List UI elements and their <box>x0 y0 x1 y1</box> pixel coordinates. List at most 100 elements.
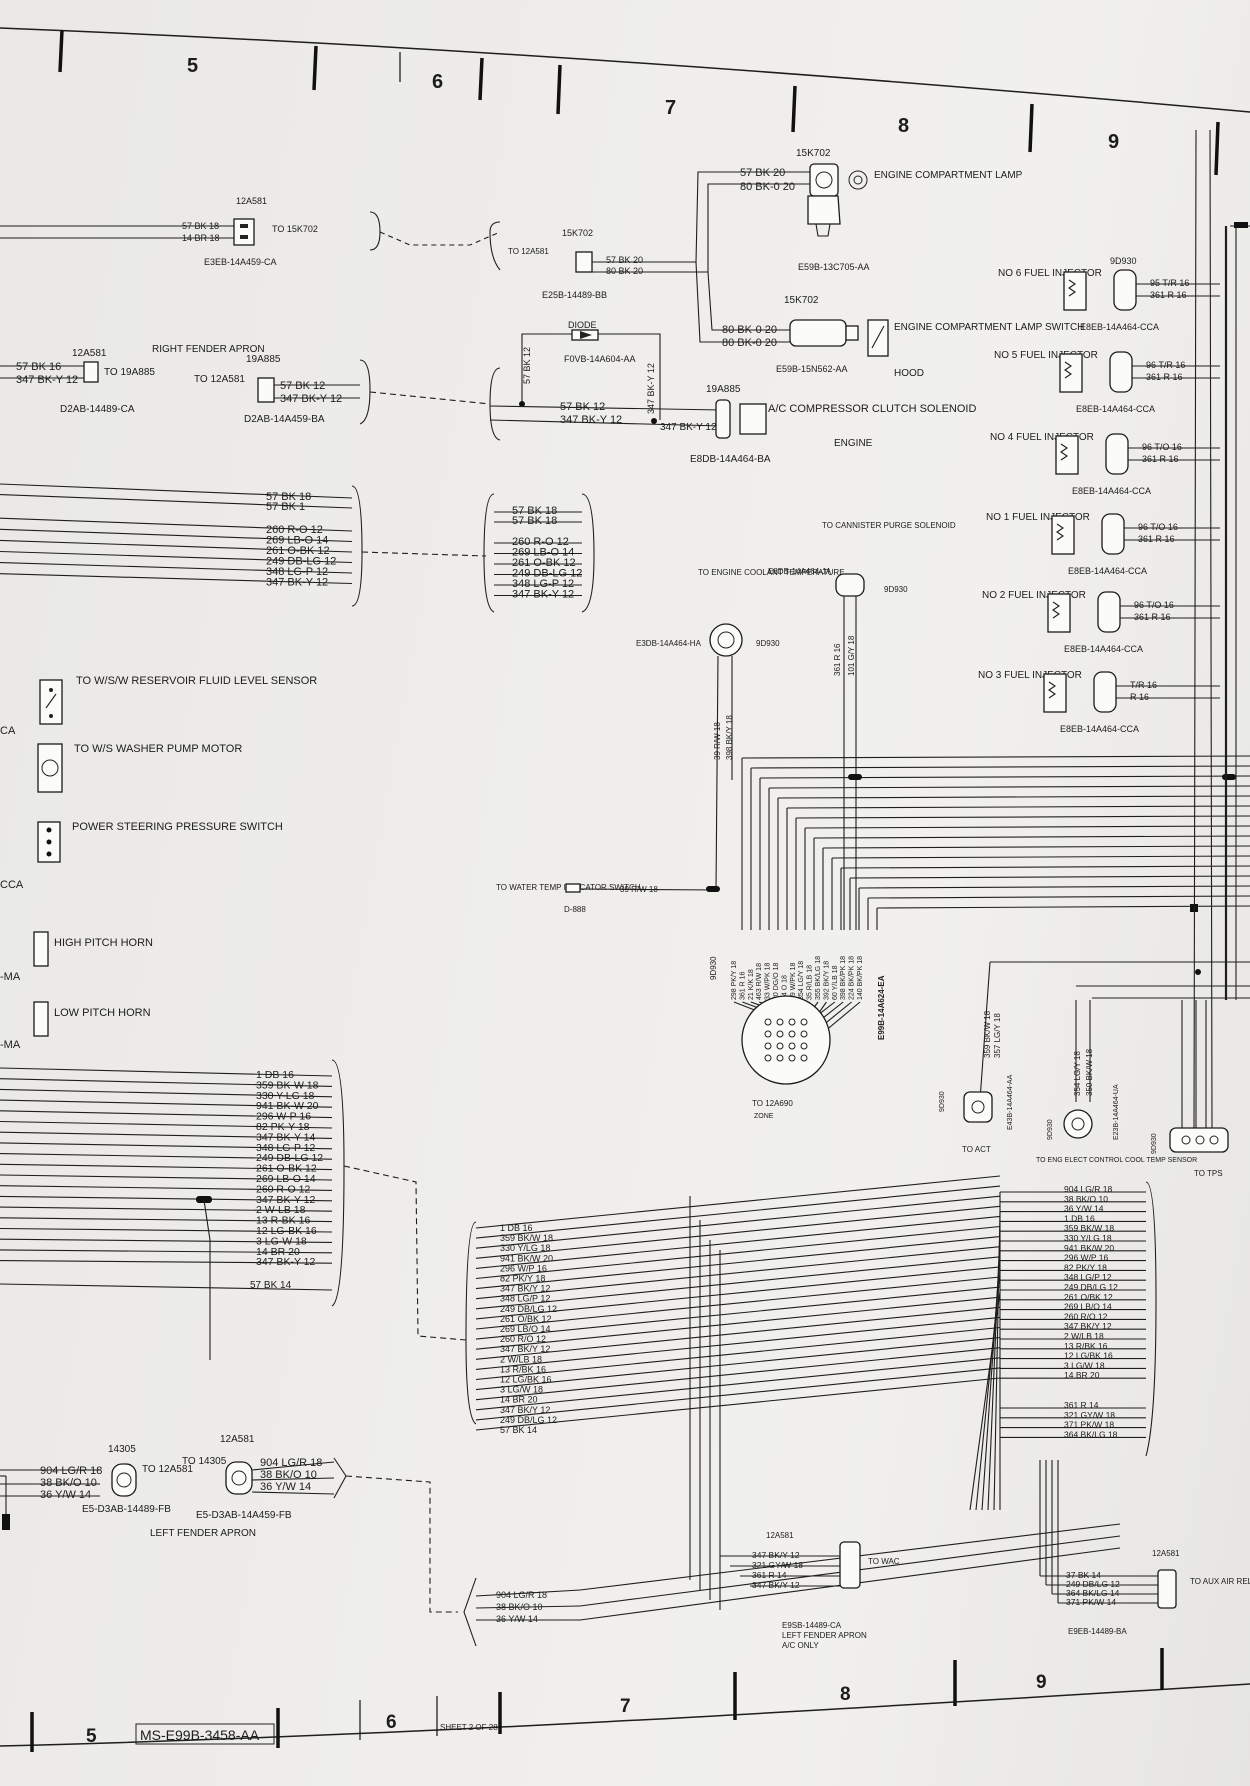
wire-label: 38 BK/O 10 <box>260 1469 317 1481</box>
wire-label: 359 BK/W 18 <box>500 1233 553 1243</box>
connector-to: TO AUX AIR RELAY <box>1190 1577 1250 1586</box>
part-number: E8EB-14A464-CCA <box>1060 724 1139 734</box>
pin-label: 354 LG/Y 18 <box>798 961 805 1000</box>
wire-label: 260 R-O 12 <box>266 524 323 536</box>
device-name: LEFT FENDER APRON <box>150 1528 256 1539</box>
connector-id: 19A885 <box>706 384 741 395</box>
connector-id: 9D930 <box>1151 1133 1158 1154</box>
part-number: D2AB-14489-CA <box>60 404 135 415</box>
wire-label: T/R 16 <box>1130 680 1157 690</box>
device-name: HIGH PITCH HORN <box>54 937 153 949</box>
wire-label: 39 R/W 18 <box>713 722 722 760</box>
connector-to: TO 15K702 <box>272 224 318 234</box>
injector-label: NO 6 FUEL INJECTOR <box>998 268 1102 279</box>
wire-label: 57 BK 12 <box>560 401 605 413</box>
tps-connector <box>1169 1127 1229 1153</box>
wire-label: 249 DB-LG 12 <box>512 568 582 580</box>
connector-to: TO ENG ELECT CONTROL COOL TEMP SENSOR <box>1036 1157 1197 1164</box>
wire-label: 1 DB 16 <box>500 1223 533 1233</box>
lamp-switch-plunger <box>845 325 859 341</box>
wire-label: 36 Y/W 14 <box>40 1489 91 1501</box>
pin-label: 463 R/W 18 <box>756 963 763 1000</box>
wire-label: 361 R 16 <box>1150 290 1187 300</box>
wire-label: 347 BK-Y 12 <box>16 374 78 386</box>
connector-to: TO 12A581 <box>142 1464 193 1475</box>
wire-label: 904 LG/R 18 <box>260 1457 322 1469</box>
wire-label: 82 PK/Y 18 <box>500 1274 545 1284</box>
injector-connector <box>1113 269 1137 311</box>
wire-label: 57 BK 20 <box>740 167 785 179</box>
injector-icon <box>1055 435 1079 475</box>
pin-label: 30 DG/O 18 <box>773 963 780 1000</box>
device-name: POWER STEERING PRESSURE SWITCH <box>72 821 283 833</box>
wire-label: 347 BK-Y 12 <box>512 589 574 601</box>
connector-to: TO 14305 <box>182 1456 227 1467</box>
bottom-zone-label: 6 <box>386 1712 397 1733</box>
pin-label: 35 R/LB 18 <box>807 965 814 1000</box>
top-zone-label: 8 <box>898 115 909 137</box>
part-number: E8EB-14A464-CCA <box>1080 322 1159 332</box>
left-edge-label: -MA <box>0 971 21 983</box>
pin-label: 398 BK/PK 18 <box>840 956 847 1000</box>
wire-label: 80 BK 20 <box>606 266 643 276</box>
wire-label: 361 R 16 <box>1138 534 1175 544</box>
top-zone-label: 5 <box>187 55 198 77</box>
wire-label: 941 BK/W 20 <box>1064 1243 1114 1253</box>
injector-label: NO 2 FUEL INJECTOR <box>982 590 1086 601</box>
connector-id: 14305 <box>108 1444 136 1455</box>
wire-label: 904 LG/R 18 <box>40 1465 102 1477</box>
wire-label: 57 BK 18 <box>266 491 311 503</box>
part-number: E23B-14A464-UA <box>1113 1084 1120 1140</box>
canister-purge-connector <box>835 573 865 597</box>
part-number: E5-D3AB-14489-FB <box>82 1504 171 1515</box>
wire-label: 348 LG-P 12 <box>266 566 328 578</box>
part-number: E25B-14489-BB <box>542 290 607 300</box>
wire-label: 359 BK/W 18 <box>1064 1223 1114 1233</box>
wire-label: 347 BK/Y 12 <box>500 1284 550 1294</box>
connector-id: 9D930 <box>756 639 780 648</box>
wire-label: 39 R/W 18 <box>620 885 658 894</box>
wire-label: 348 LG/P 12 <box>500 1294 550 1304</box>
wire-label: 347 BK/Y 12 <box>500 1344 550 1354</box>
wire-label: 3 LG/W 18 <box>500 1385 543 1395</box>
connector-to: TO 12A581 <box>508 247 549 256</box>
wire-label: 12 LG/BK 16 <box>1064 1351 1113 1361</box>
device-name: LOW PITCH HORN <box>54 1007 151 1019</box>
wire-label: 347 BK-Y 12 <box>660 422 717 433</box>
wire-label: 37 BK 14 <box>1066 1570 1101 1580</box>
wire-label: 261 O-BK 12 <box>266 545 330 557</box>
wire-label: 14 BR 20 <box>1064 1370 1100 1380</box>
connector-id: 9D930 <box>709 956 718 980</box>
wire-label: 101 G/Y 18 <box>847 635 856 676</box>
wire-label: 2 W/LB 18 <box>1064 1331 1104 1341</box>
wire-label: 249 DB/LG 12 <box>500 1415 557 1425</box>
wire-label: 361 R 16 <box>833 643 842 676</box>
wire-label: 904 LG/R 18 <box>1064 1184 1112 1194</box>
device-location: HOOD <box>894 368 924 379</box>
high-horn-icon <box>33 931 49 967</box>
bottom-zone-label: 5 <box>86 1726 97 1747</box>
wire-label: 348 LG/P 12 <box>1064 1272 1112 1282</box>
device-name: ENGINE COMPARTMENT LAMP SWITCH <box>894 322 1084 333</box>
connector-12a581-fender <box>83 361 99 383</box>
wire-label: 330 Y/LG 18 <box>500 1243 550 1253</box>
wire-label: 3 LG/W 18 <box>1064 1360 1105 1370</box>
drawing-number-box <box>135 1723 275 1745</box>
connector-id: 12A581 <box>1152 1549 1180 1558</box>
wire-label: 260 R/O 12 <box>500 1334 546 1344</box>
wire-label: 330 Y-LG 18 <box>256 1090 315 1102</box>
connector-14305 <box>111 1463 137 1497</box>
wire-label: 96 T/O 16 <box>1138 522 1178 532</box>
connector-id: 9D930 <box>884 585 908 594</box>
top-zone-label: 7 <box>665 97 676 119</box>
wire-label: 14 BR 20 <box>500 1395 538 1405</box>
wire-label: 13 R/BK 16 <box>500 1364 546 1374</box>
wire-label: 14 BR 20 <box>256 1246 300 1258</box>
connector-12a581 <box>233 218 255 246</box>
connector-to: TO ENGINE COOLANT TEMPERATURE <box>698 568 845 577</box>
wire-label: 80 BK-0 20 <box>722 324 777 336</box>
